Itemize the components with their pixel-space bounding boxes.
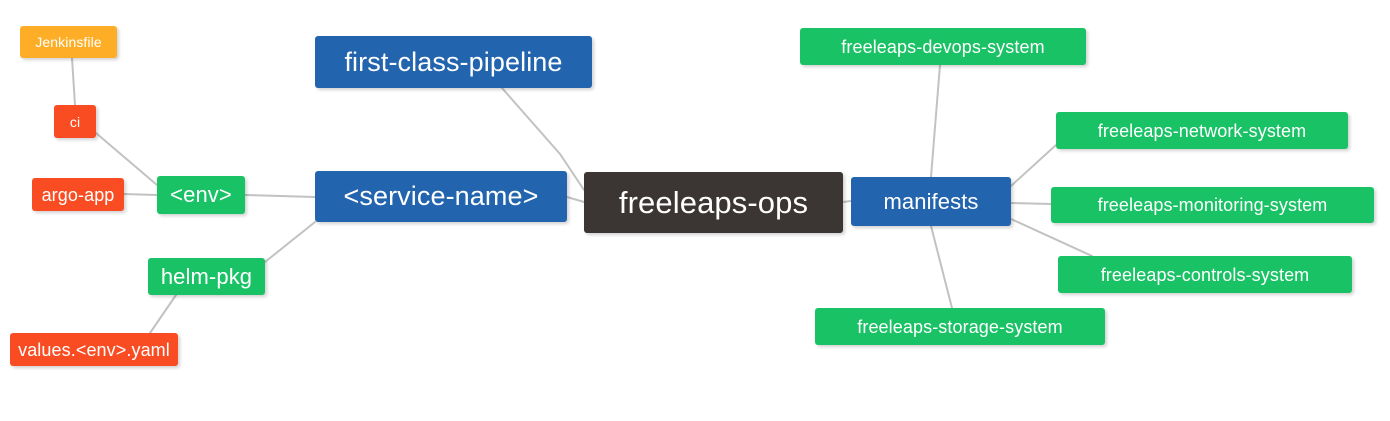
edge-helmpkg-to-valuesyaml [149, 294, 177, 334]
edge-root-to-service [566, 196, 585, 203]
edge-manifests-to-monitoring [1010, 202, 1052, 205]
mindmap-node-manifests[interactable]: manifests [851, 177, 1011, 226]
mindmap-node-storage[interactable]: freeleaps-storage-system [815, 308, 1105, 345]
mindmap-node-valuesyaml[interactable]: values.<env>.yaml [10, 333, 178, 366]
edge-manifests-to-storage [930, 225, 953, 309]
edge-manifests-to-devops [930, 64, 941, 178]
mindmap-node-jenkinsfile[interactable]: Jenkinsfile [20, 26, 117, 58]
mindmap-node-service[interactable]: <service-name> [315, 171, 567, 222]
edge-manifests-to-network [1010, 144, 1057, 187]
mindmap-node-pipeline[interactable]: first-class-pipeline [315, 36, 592, 88]
mindmap-node-env[interactable]: <env> [157, 176, 245, 214]
edge-env-to-ci [95, 132, 158, 186]
edge-root-to-manifests [842, 200, 852, 203]
mindmap-node-controls[interactable]: freeleaps-controls-system [1058, 256, 1352, 293]
edge-service-to-env [244, 194, 316, 198]
mindmap-node-argoapp[interactable]: argo-app [32, 178, 124, 211]
mindmap-node-devops[interactable]: freeleaps-devops-system [800, 28, 1086, 65]
edge-root-to-pipeline [501, 87, 585, 191]
edge-env-to-argoapp [123, 193, 158, 196]
mindmap-node-helmpkg[interactable]: helm-pkg [148, 258, 265, 295]
edge-service-to-helmpkg [264, 221, 316, 263]
edge-manifests-to-controls [1010, 218, 1093, 257]
mindmap-node-ci[interactable]: ci [54, 105, 96, 138]
mindmap-node-root[interactable]: freeleaps-ops [584, 172, 843, 233]
mindmap-node-monitoring[interactable]: freeleaps-monitoring-system [1051, 187, 1374, 223]
mindmap-node-network[interactable]: freeleaps-network-system [1056, 112, 1348, 149]
edge-ci-to-jenkinsfile [71, 57, 76, 106]
